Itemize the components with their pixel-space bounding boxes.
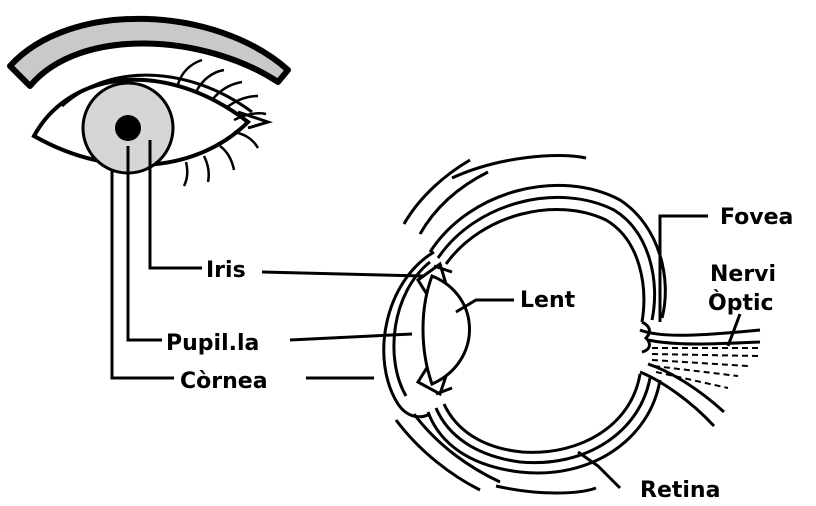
optic-leader <box>728 314 740 346</box>
retina-layer <box>444 209 644 452</box>
label-optic-nerve-2: Òptic <box>708 290 774 316</box>
cornea-leader <box>112 170 174 378</box>
label-lens: Lent <box>520 288 576 313</box>
fovea-leader <box>660 216 708 322</box>
optic-nerve-outline <box>640 330 760 426</box>
label-retina: Retina <box>640 478 720 501</box>
label-fovea: Fovea <box>720 205 793 230</box>
pupil-dot <box>115 115 141 141</box>
retina-leader <box>578 452 620 488</box>
lens-shape <box>423 276 470 384</box>
labels: Iris Pupil.la Còrnea Lent Fovea Nervi Òp… <box>166 205 793 501</box>
label-optic-nerve-1: Nervi <box>710 262 776 287</box>
optic-nerve-fibers <box>652 348 760 388</box>
eye-cross-section <box>384 155 760 493</box>
pupil-leader <box>128 146 162 340</box>
label-cornea: Còrnea <box>180 369 268 394</box>
iris-section-leader <box>262 272 424 276</box>
label-pupil: Pupil.la <box>166 331 259 356</box>
lower-socket-lines <box>396 414 596 493</box>
fovea-dip <box>642 322 649 352</box>
label-iris: Iris <box>206 258 246 283</box>
